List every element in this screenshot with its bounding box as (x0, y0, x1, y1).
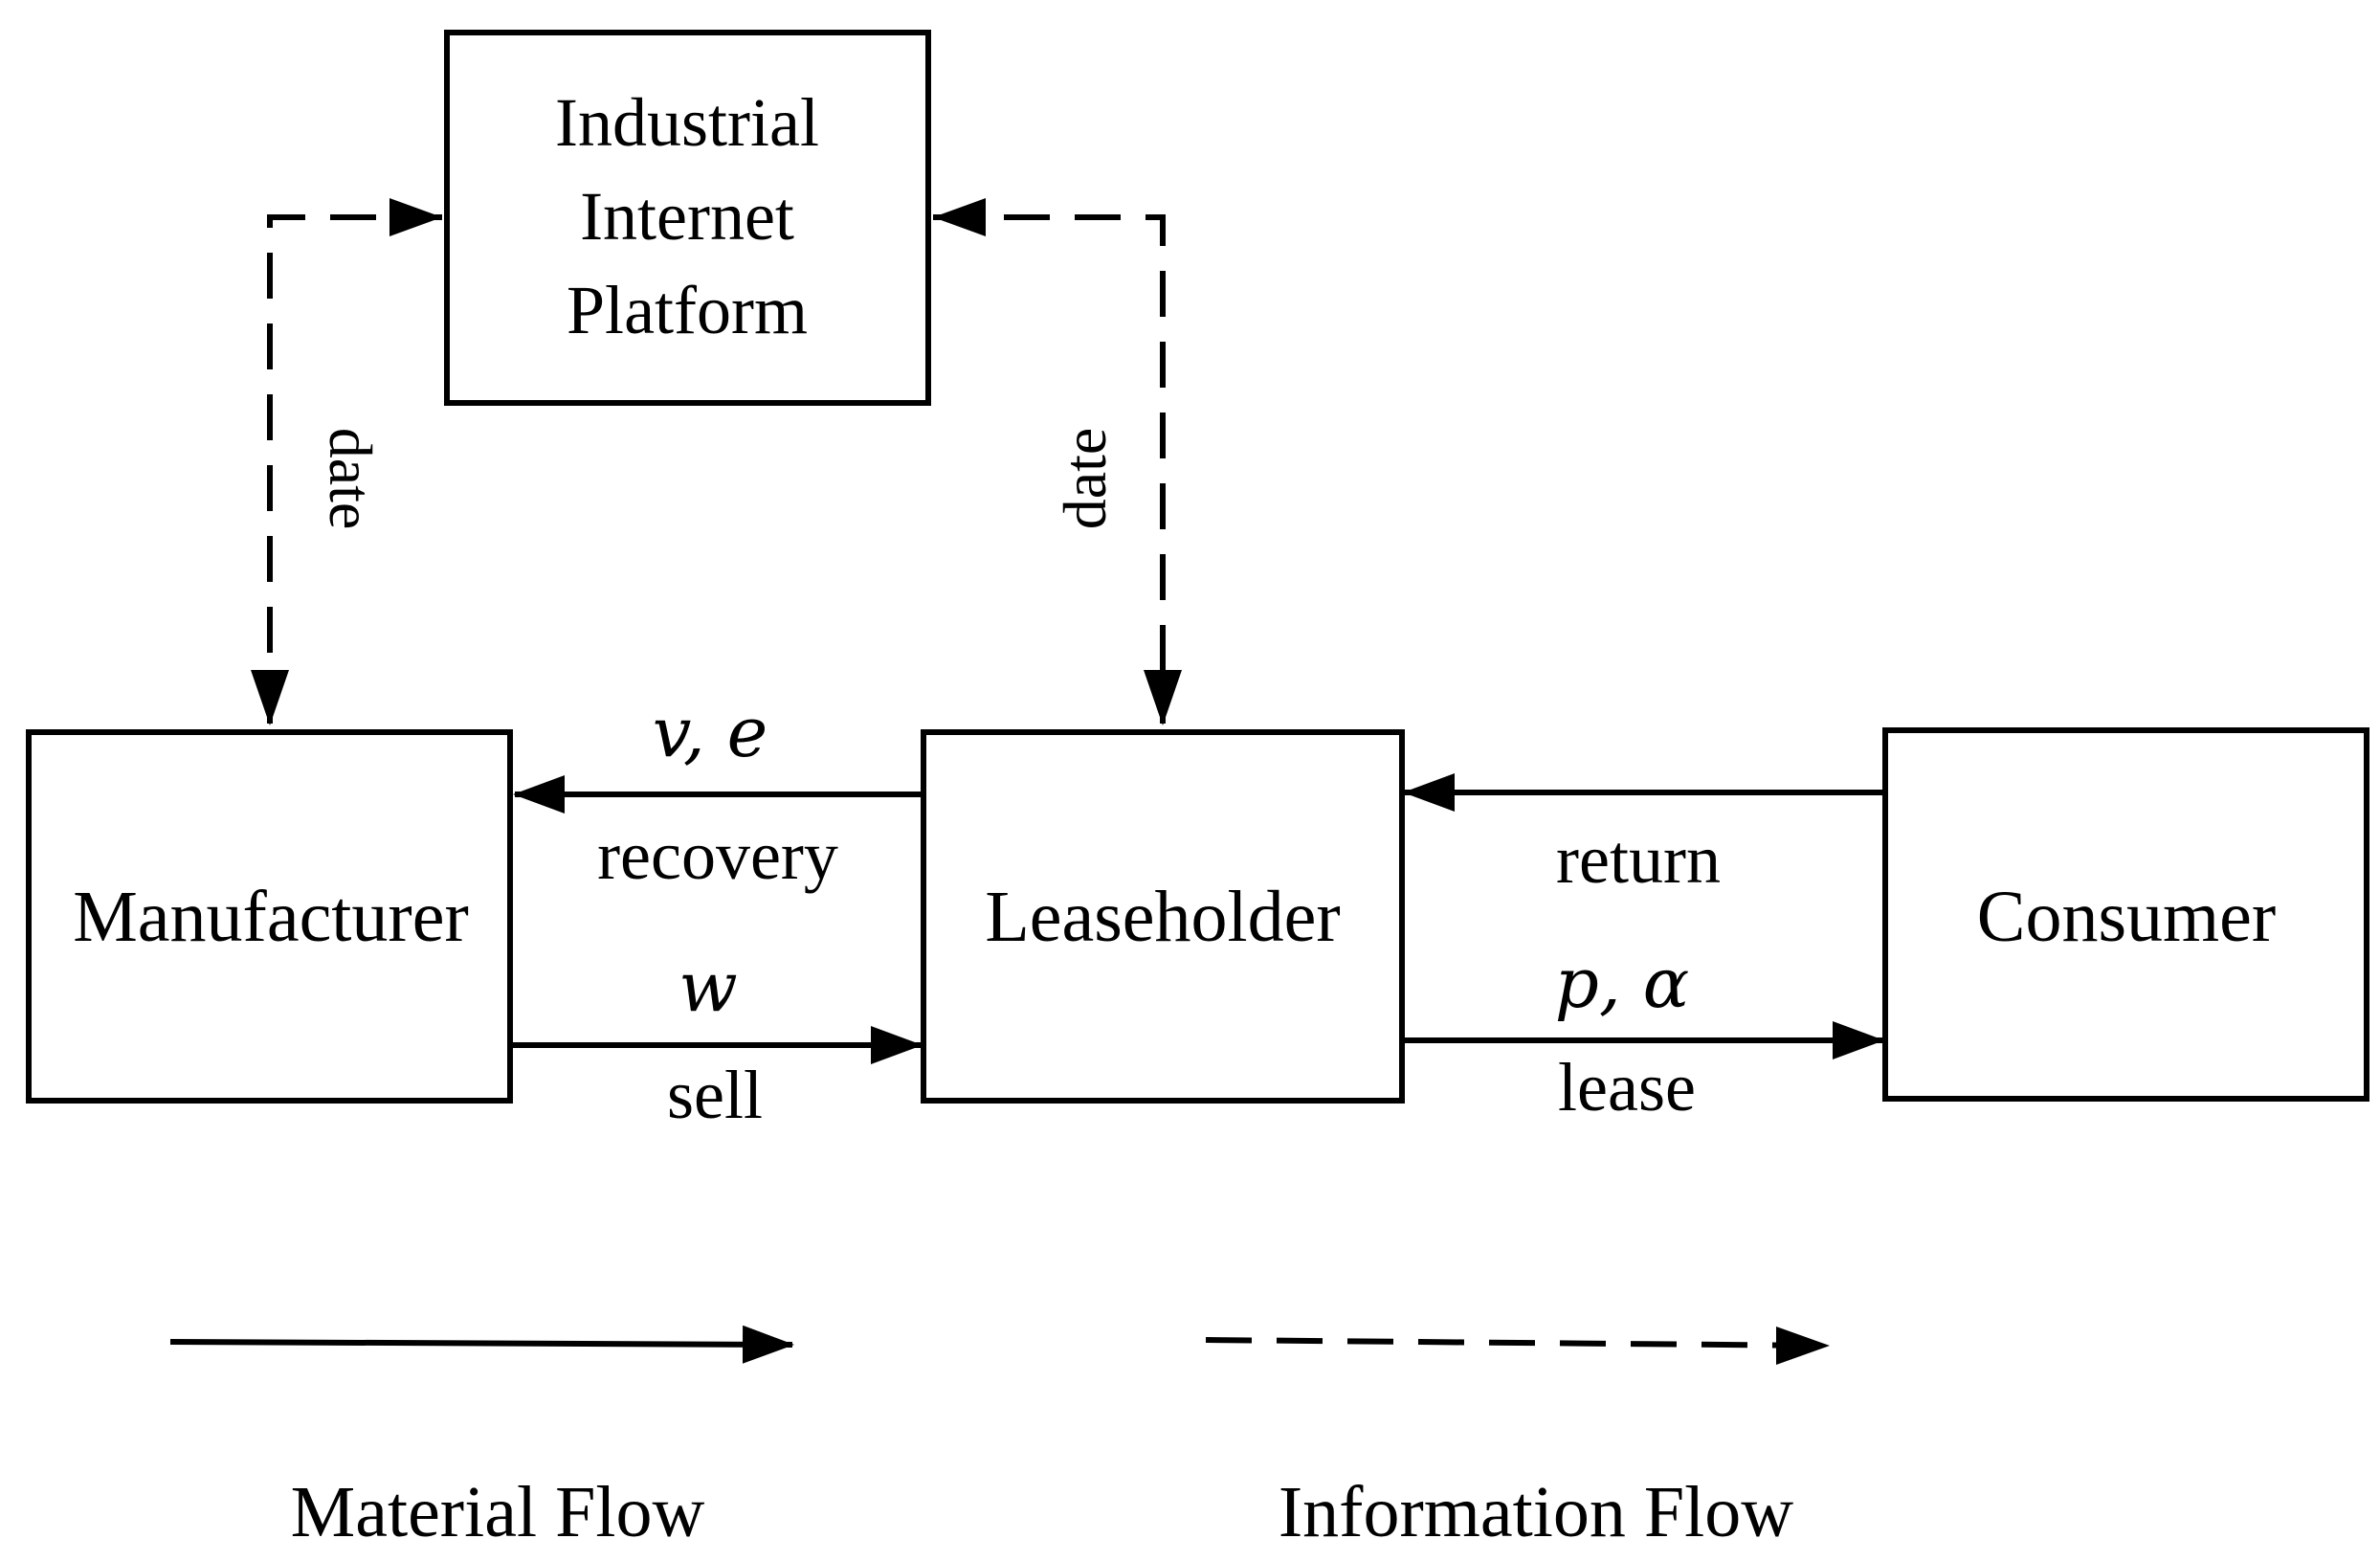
platform-label-line-1: Industrial (555, 84, 819, 161)
leaseholder-label: Leaseholder (985, 877, 1340, 957)
consumer-label: Consumer (1977, 877, 2276, 957)
leaseholder-platform-date-label: date (1051, 428, 1119, 530)
leaseholder-box (921, 729, 1405, 1104)
lease-label: lease (1558, 1049, 1696, 1126)
arrowhead-to-platform-right (933, 198, 986, 236)
manufacturer-node: Manufacturer (26, 729, 513, 1104)
recovery-vars-label: v, e (653, 692, 768, 772)
platform-box (444, 30, 931, 406)
platform-node: Industrial Internet Platform (444, 30, 931, 406)
legend-material-flow: Material Flow (169, 1325, 794, 1552)
platform-label-line-2: Internet (580, 178, 794, 255)
legend-information-label: Information Flow (1279, 1472, 1793, 1552)
return-label: return (1556, 821, 1721, 898)
leaseholder-node: Leaseholder (921, 729, 1405, 1104)
lease-vars-label: p, α (1555, 943, 1689, 1023)
leaseholder-platform-dashed-path (933, 214, 1166, 724)
legend-information-flow: Information Flow (1205, 1327, 1830, 1552)
leaseholder-platform-info-flow: date (933, 198, 1182, 725)
arrowhead-to-manufacturer (251, 670, 289, 725)
manufacturer-platform-info-flow: date (251, 198, 442, 725)
arrowhead-to-leaseholder (1144, 670, 1182, 725)
sell-label: sell (667, 1057, 763, 1133)
sell-flow: w sell (512, 947, 923, 1133)
legend-information-dashed-line (1205, 1337, 1829, 1349)
return-flow: return (1403, 773, 1883, 898)
manufacturer-platform-dashed-path (267, 214, 442, 724)
recovery-label: recovery (597, 817, 838, 894)
platform-label-line-3: Platform (567, 272, 808, 348)
manufacturer-label: Manufacturer (73, 877, 469, 957)
legend-material-arrow (169, 1325, 794, 1364)
legend: Material Flow Information Flow (169, 1325, 1830, 1552)
recovery-flow: v, e recovery (513, 692, 921, 894)
manufacturer-box (26, 729, 513, 1104)
sell-vars-label: w (678, 947, 738, 1027)
arrowhead-to-platform-left (389, 198, 442, 236)
lease-flow: p, α lease (1404, 943, 1884, 1126)
legend-material-label: Material Flow (291, 1472, 705, 1552)
legend-information-arrowhead (1776, 1327, 1830, 1365)
manufacturer-platform-date-label: date (317, 428, 385, 530)
consumer-box (1882, 727, 2369, 1102)
consumer-node: Consumer (1882, 727, 2369, 1102)
